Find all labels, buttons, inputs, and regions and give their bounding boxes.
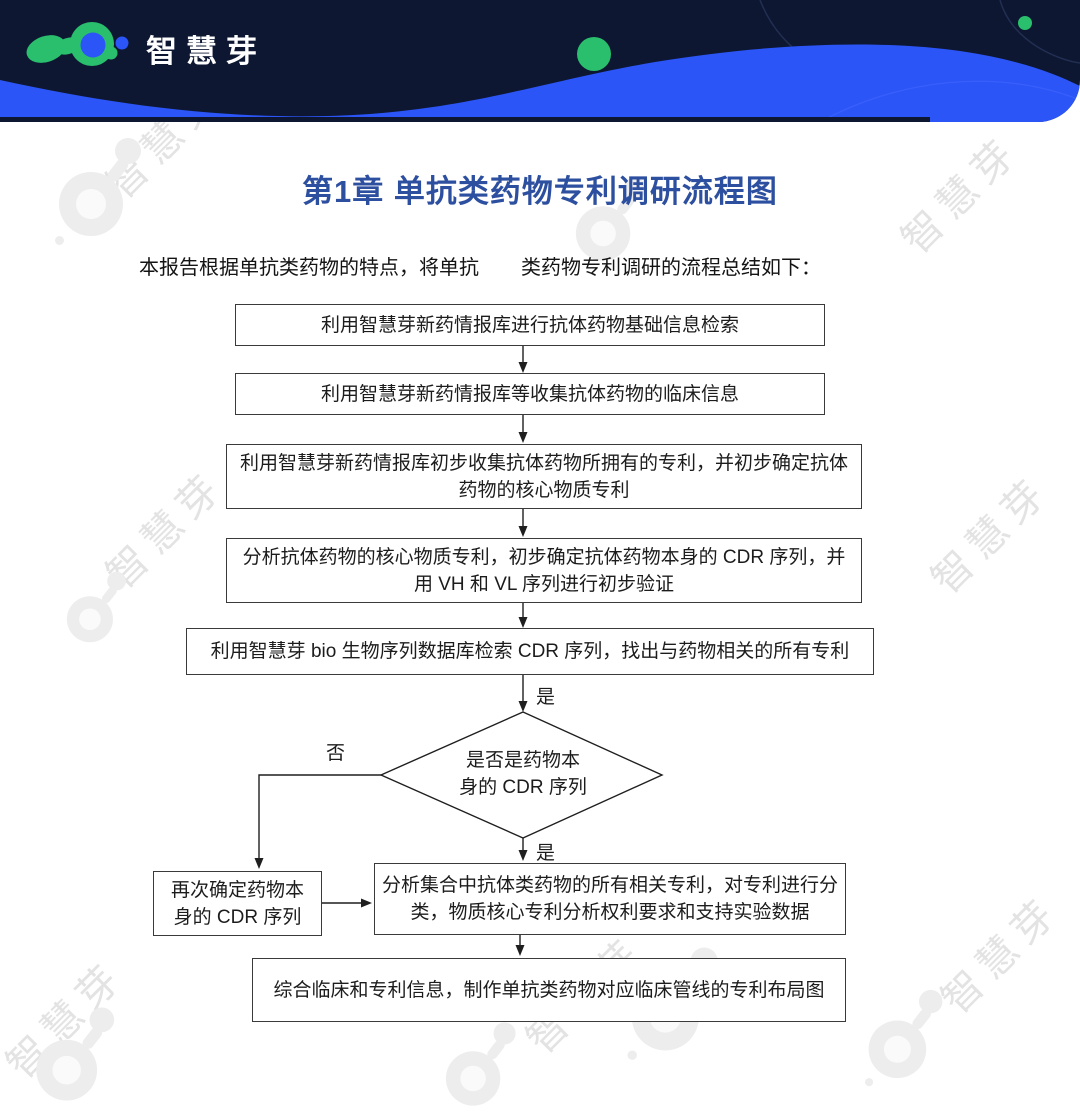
flow-step-6-line2: 类，物质核心专利分析权利要求和支持实验数据	[410, 902, 810, 923]
watermark-molecule-icon	[55, 128, 155, 246]
patsnap-molecule-logo-icon	[26, 22, 129, 66]
flow-step-2-box: 利用智慧芽新药情报库等收集抗体药物的临床信息	[235, 373, 825, 415]
brand-logo-text: 智慧芽	[146, 34, 266, 69]
flow-step-3-box: 利用智慧芽新药情报库初步收集抗体药物所拥有的专利，并初步确定抗体 药物的核心物质…	[226, 444, 862, 509]
flow-step-3-line2: 药物的核心物质专利	[458, 479, 630, 501]
flow-step-4-line1: 分析抗体药物的核心物质专利，初步确定抗体药物本身的 CDR 序列，并	[242, 546, 846, 568]
flow-step-4-box: 分析抗体药物的核心物质专利，初步确定抗体药物本身的 CDR 序列，并 用 VH …	[226, 538, 862, 603]
page-title: 第1章 单抗类药物专利调研流程图	[302, 174, 778, 209]
flow-step-6-line1: 分析集合中抗体类药物的所有相关专利，对专利进行分	[381, 875, 838, 896]
flow-side-step-box: 再次确定药物本 身的 CDR 序列	[153, 871, 322, 936]
header-wave-graphic	[0, 0, 1080, 122]
flow-step-1-box: 利用智慧芽新药情报库进行抗体药物基础信息检索	[235, 304, 825, 346]
branch-label-yes-bottom: 是	[536, 843, 556, 864]
branch-label-no: 否	[326, 743, 346, 764]
decision-diamond-text: 是否是药物本 身的 CDR 序列	[443, 747, 603, 801]
intro-text-part2: 类药物专利调研的流程总结如下：	[521, 257, 821, 279]
flow-step-7-text: 综合临床和专利信息，制作单抗类药物对应临床管线的专利布局图	[273, 979, 825, 1001]
flow-step-5-box: 利用智慧芽 bio 生物序列数据库检索 CDR 序列，找出与药物相关的所有专利	[186, 628, 874, 675]
green-accent-circle	[577, 37, 611, 71]
flow-side-step-line1: 再次确定药物本	[170, 879, 304, 901]
flow-step-5-text: 利用智慧芽 bio 生物序列数据库检索 CDR 序列，找出与药物相关的所有专利	[210, 641, 850, 662]
flow-step-7-box: 综合临床和专利信息，制作单抗类药物对应临床管线的专利布局图	[252, 958, 846, 1022]
header-banner: 智慧芽	[0, 0, 1080, 122]
flow-step-3-line1: 利用智慧芽新药情报库初步收集抗体药物所拥有的专利，并初步确定抗体	[239, 452, 848, 474]
green-accent-dot	[1018, 16, 1032, 30]
flow-step-2-text: 利用智慧芽新药情报库等收集抗体药物的临床信息	[320, 383, 739, 405]
watermark-molecule-icon	[865, 981, 955, 1087]
flow-step-6-box: 分析集合中抗体类药物的所有相关专利，对专利进行分 类，物质核心专利分析权利要求和…	[374, 863, 846, 935]
flow-step-1-text: 利用智慧芽新药情报库进行抗体药物基础信息检索	[320, 314, 739, 336]
flow-side-step-line2: 身的 CDR 序列	[173, 906, 302, 928]
intro-text-part1: 本报告根据单抗类药物的特点，将单抗	[139, 257, 479, 279]
watermark-text: 智慧芽	[923, 467, 1059, 603]
flow-step-4-line2: 用 VH 和 VL 序列进行初步验证	[413, 573, 675, 595]
watermark-molecule-icon	[33, 998, 128, 1110]
watermark-molecule-icon	[573, 169, 658, 269]
branch-label-yes-top: 是	[536, 687, 556, 708]
decision-line1: 是否是药物本	[465, 750, 580, 771]
watermark-molecule-icon	[64, 565, 136, 650]
decision-line2: 身的 CDR 序列	[459, 777, 587, 798]
intro-paragraph: 本报告根据单抗类药物的特点，将单抗 类药物专利调研的流程总结如下：	[139, 251, 821, 280]
